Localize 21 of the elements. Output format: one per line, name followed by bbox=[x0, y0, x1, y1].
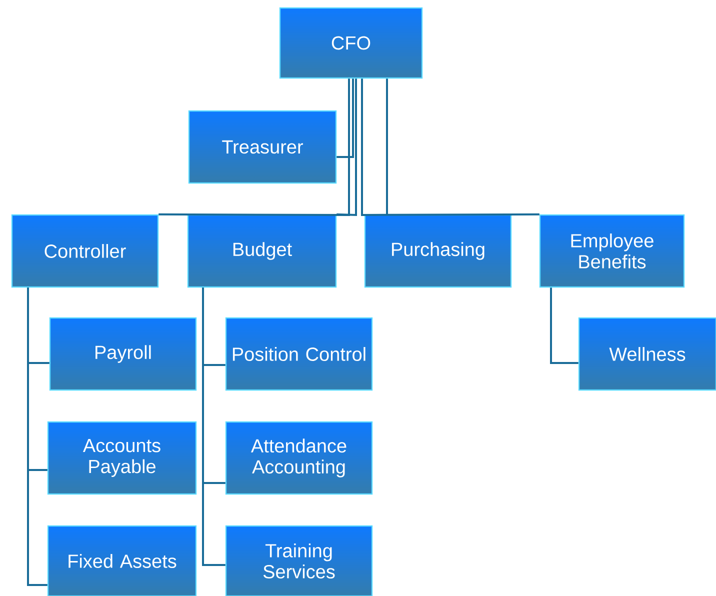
org-box: CFO bbox=[279, 7, 423, 79]
org-box: Controller bbox=[11, 214, 159, 288]
connector-line bbox=[202, 288, 226, 566]
connector-line bbox=[336, 78, 357, 216]
org-box: Training Services bbox=[225, 525, 373, 596]
connector-line bbox=[336, 78, 354, 158]
org-box: Wellness bbox=[578, 317, 716, 391]
org-box: Attendance Accounting bbox=[225, 421, 373, 495]
connector-line bbox=[550, 288, 578, 364]
org-box: Accounts Payable bbox=[47, 421, 197, 495]
connector-line bbox=[386, 78, 388, 214]
connector-line bbox=[361, 78, 540, 216]
connector-line bbox=[27, 288, 48, 586]
org-box: Fixed Assets bbox=[47, 525, 197, 596]
org-box: Budget bbox=[187, 214, 337, 288]
connector-line bbox=[158, 78, 350, 216]
org-box: Employee Benefits bbox=[539, 214, 685, 288]
org-box: Payroll bbox=[49, 317, 197, 391]
org-box: Purchasing bbox=[364, 214, 512, 288]
org-box: Treasurer bbox=[188, 110, 337, 184]
org-box: Position Control bbox=[225, 317, 373, 391]
